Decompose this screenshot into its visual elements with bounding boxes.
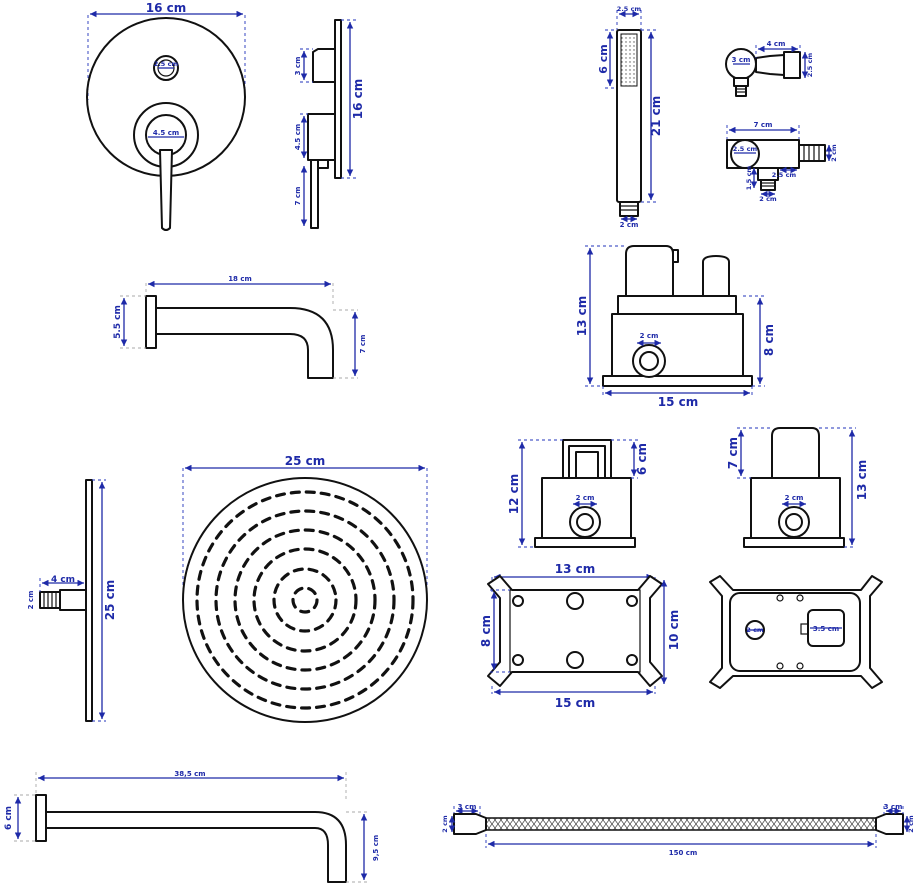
concealed-body-b: 2 cm 7 cm 13 cm: [726, 427, 869, 548]
shower-hose: 3 cm 2 cm 150 cm 3 cm 2 cm: [441, 803, 915, 857]
body-base-height-label: 8 cm: [762, 324, 776, 356]
hose-right-cap-label: 3 cm: [884, 803, 903, 811]
shower-side-height-label: 25 cm: [103, 580, 117, 621]
bodyB-top-label: 7 cm: [726, 437, 740, 469]
body-height-label: 13 cm: [575, 296, 589, 337]
handshower-length-label: 21 cm: [649, 96, 663, 137]
mixer-front-view: 16 cm 2.5 cm 4.5 cm: [86, 1, 246, 231]
mixer-side-top-label: 3 cm: [294, 57, 302, 76]
hose-length-label: 150 cm: [669, 849, 698, 857]
bodyB-height-label: 13 cm: [855, 460, 869, 501]
body-top-view: 2 cm 3.5 cm: [709, 575, 883, 689]
bath-spout: 18 cm 5.5 cm 7 cm: [113, 275, 367, 379]
hose-left-height-label: 2 cm: [441, 815, 449, 833]
bodyA-height-label: 12 cm: [507, 474, 521, 515]
spout-length-label: 18 cm: [228, 275, 252, 283]
tv-window-label: 3.5 cm: [813, 625, 839, 633]
mixer-side-height-label: 16 cm: [351, 79, 365, 120]
mixer-knob-label: 2.5 cm: [154, 60, 179, 68]
plate-top-label: 13 cm: [555, 562, 596, 576]
mixer-plate-width-label: 16 cm: [146, 1, 187, 15]
hose-right-height-label: 2 cm: [907, 815, 915, 833]
bodyA-top-label: 6 cm: [635, 443, 649, 475]
mixer-lever-base-label: 4.5 cm: [153, 129, 179, 137]
handshower-head-label: 6 cm: [597, 44, 610, 73]
hose-left-cap-label: 3 cm: [458, 803, 477, 811]
arm-plate-label: 6 cm: [4, 806, 14, 830]
arm-drop-label: 9,5 cm: [372, 835, 380, 861]
holder-height-label: 2.5 cm: [806, 53, 814, 78]
mixer-side-view: 3 cm 4.5 cm 7 cm 16 cm: [294, 19, 365, 229]
mounting-plate: 13 cm 8 cm 10 cm 15 cm: [479, 562, 681, 710]
spout-plate-label: 5.5 cm: [113, 305, 123, 339]
mixer-side-mid-label: 4.5 cm: [294, 124, 302, 150]
rain-shower-head: 25 cm: [182, 454, 428, 723]
shower-arm: 38,5 cm 6 cm 9,5 cm: [4, 770, 380, 883]
concealed-body-a: 2 cm 12 cm 6 cm: [507, 439, 649, 548]
wall-elbow: 7 cm 2.5 cm 2 cm 2.5 cm 1.5 cm 2 cm: [726, 121, 838, 203]
bodyA-port-label: 2 cm: [576, 494, 595, 502]
body-port-label: 2 cm: [640, 332, 659, 340]
concealed-body-full: 2 cm 13 cm 8 cm 15 cm: [575, 245, 776, 409]
handshower-bottom-label: 2 cm: [620, 221, 639, 229]
elbow-side-small-label: 1.5 cm: [745, 166, 753, 191]
holder-width-label: 4 cm: [767, 40, 786, 48]
plate-left-label: 8 cm: [479, 615, 493, 647]
elbow-bottom-label: 2 cm: [759, 195, 777, 203]
plate-right-label: 10 cm: [667, 610, 681, 651]
spout-drop-label: 7 cm: [359, 335, 367, 354]
plate-bottom-label: 15 cm: [555, 696, 596, 710]
mixer-side-lever-label: 7 cm: [294, 187, 302, 206]
shower-diameter-label: 25 cm: [285, 454, 326, 468]
bodyB-port-label: 2 cm: [785, 494, 804, 502]
elbow-ring-label: 2.5 cm: [733, 145, 758, 153]
shower-head-side-view: 4 cm 2 cm 25 cm: [27, 479, 117, 722]
body-width-label: 15 cm: [658, 395, 699, 409]
elbow-width-label: 7 cm: [754, 121, 773, 129]
elbow-thread-right-label: 2 cm: [830, 144, 838, 162]
hand-shower: 2.5 cm 6 cm 21 cm 2 cm: [597, 5, 663, 229]
handshower-width-label: 2.5 cm: [617, 5, 642, 13]
arm-length-label: 38,5 cm: [174, 770, 205, 778]
elbow-bottom-right-label: 2.5 cm: [772, 171, 797, 179]
holder-ring-label: 3 cm: [732, 56, 751, 64]
shower-side-port-label: 2 cm: [27, 591, 35, 610]
shower-holder: 3 cm 4 cm 2.5 cm: [725, 40, 814, 97]
tv-small-label: 2 cm: [746, 626, 764, 634]
shower-side-arm-label: 4 cm: [51, 575, 75, 585]
